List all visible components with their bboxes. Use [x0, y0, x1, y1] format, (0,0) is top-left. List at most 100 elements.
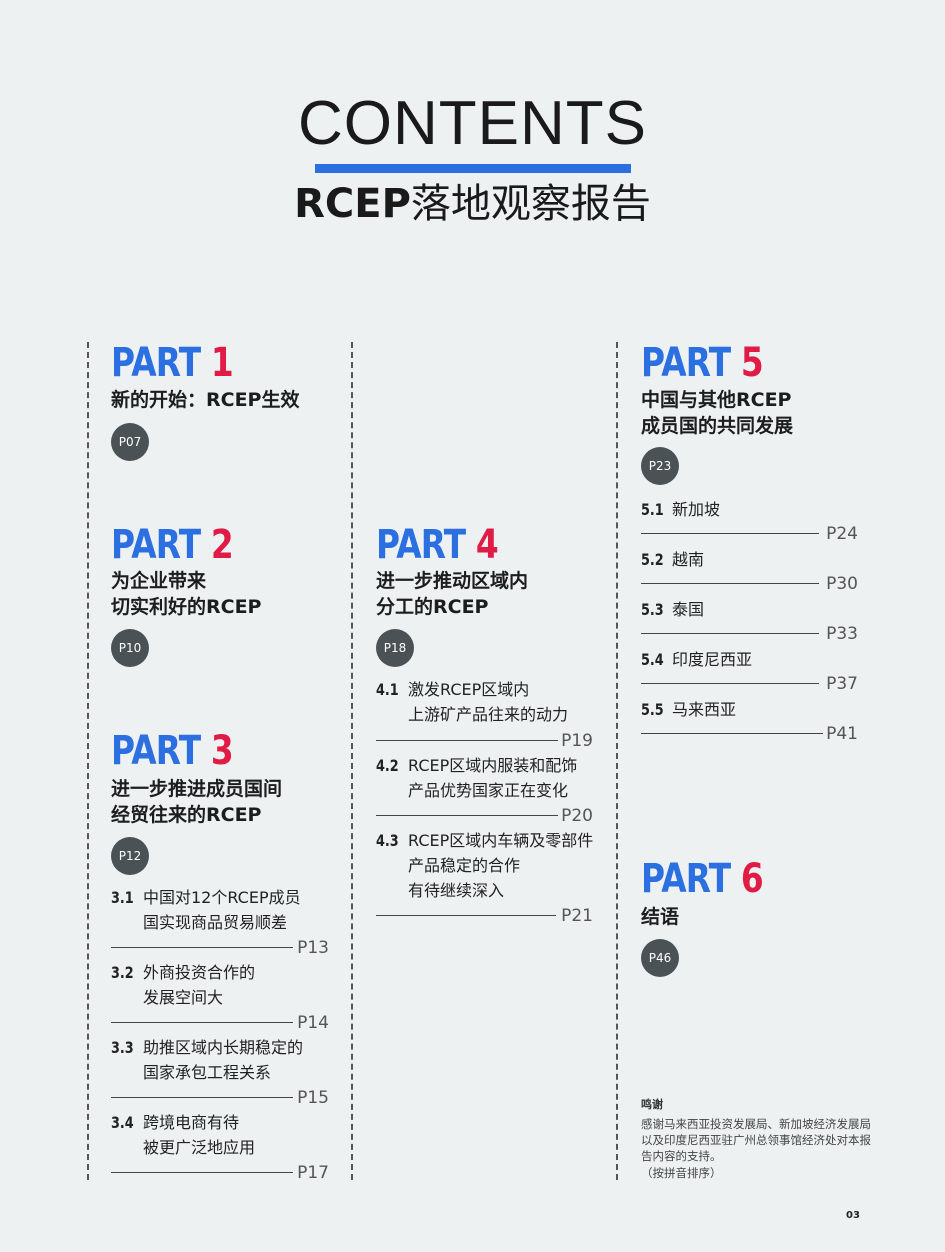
part-4-page-badge[interactable]: P18	[376, 629, 414, 667]
section-title-line[interactable]: 跨境电商有待	[143, 1113, 240, 1132]
section-page[interactable]: P17	[297, 1163, 329, 1183]
section-title-line[interactable]: 中国对12个RCEP成员	[143, 888, 301, 907]
leader-line	[111, 1172, 293, 1173]
leader-line	[376, 815, 558, 816]
part-3-page-badge[interactable]: P12	[111, 837, 149, 875]
part-1-title[interactable]: 新的开始：RCEP生效	[111, 389, 300, 411]
section-page[interactable]: P13	[297, 938, 329, 958]
section-number: 5.4	[641, 650, 664, 669]
part-number: 3	[210, 728, 234, 774]
section-title-line[interactable]: 上游矿产品往来的动力	[408, 705, 569, 724]
leader-line	[641, 683, 819, 684]
part-6-page-badge[interactable]: P46	[641, 939, 679, 977]
acknowledgement-body: 感谢马来西亚投资发展局、新加坡经济发展局以及印度尼西亚驻广州总领事馆经济处对本报…	[641, 1117, 871, 1163]
section-number: 4.3	[376, 831, 399, 850]
part-label: PART	[111, 728, 201, 774]
leader-line	[641, 583, 819, 584]
leader-line	[111, 1022, 293, 1023]
leader-line	[641, 733, 823, 734]
leader-line	[641, 533, 819, 534]
part-2-title-line-2[interactable]: 切实利好的RCEP	[111, 596, 262, 618]
section-page[interactable]: P20	[561, 806, 593, 826]
section-number: 3.2	[111, 963, 134, 982]
section-title-line[interactable]: RCEP区域内车辆及零部件	[408, 831, 594, 850]
section-title-line[interactable]: 印度尼西亚	[672, 650, 753, 669]
part-5-title-line-1[interactable]: 中国与其他RCEP	[641, 389, 792, 411]
report-subtitle: RCEP落地观察报告	[0, 180, 945, 228]
section-number: 3.4	[111, 1113, 134, 1132]
part-2-page-badge[interactable]: P10	[111, 629, 149, 667]
title-underline	[315, 164, 631, 173]
section-page[interactable]: P41	[826, 724, 858, 744]
section-number: 5.5	[641, 700, 664, 719]
part-3-title-line-1[interactable]: 进一步推进成员国间	[111, 778, 283, 800]
section-title-line[interactable]: 产品稳定的合作	[408, 856, 521, 875]
column-divider	[351, 342, 353, 1180]
section-title-line[interactable]: RCEP区域内服装和配饰	[408, 756, 578, 775]
part-label: PART	[641, 856, 731, 902]
part-label: PART	[376, 522, 466, 568]
section-page[interactable]: P33	[826, 624, 858, 644]
section-title-line[interactable]: 外商投资合作的	[143, 963, 256, 982]
column-divider	[616, 342, 618, 1180]
subtitle-bold: RCEP	[294, 181, 411, 227]
part-number: 4	[475, 522, 499, 568]
subtitle-rest: 落地观察报告	[410, 181, 651, 227]
part-5-title-line-2[interactable]: 成员国的共同发展	[641, 415, 794, 437]
section-page[interactable]: P30	[826, 574, 858, 594]
section-number: 3.3	[111, 1038, 134, 1057]
part-4-heading[interactable]: PART 4	[376, 522, 499, 568]
section-page[interactable]: P14	[297, 1013, 329, 1033]
part-2-heading[interactable]: PART 2	[111, 522, 234, 568]
acknowledgement-heading: 鸣谢	[641, 1098, 663, 1111]
leader-line	[641, 633, 819, 634]
section-page[interactable]: P21	[561, 906, 593, 926]
section-title-line[interactable]: 发展空间大	[143, 988, 224, 1007]
part-2-title-line-1[interactable]: 为企业带来	[111, 570, 207, 592]
section-number: 4.1	[376, 680, 399, 699]
leader-line	[376, 915, 556, 916]
column-divider	[87, 342, 89, 1180]
leader-line	[111, 1097, 293, 1098]
part-number: 6	[740, 856, 764, 902]
section-title-line[interactable]: 泰国	[672, 600, 705, 619]
page-number: 03	[846, 1210, 860, 1221]
part-6-heading[interactable]: PART 6	[641, 856, 764, 902]
leader-line	[111, 947, 293, 948]
section-title-line[interactable]: 被更广泛地应用	[143, 1138, 256, 1157]
section-title-line[interactable]: 国实现商品贸易顺差	[143, 913, 288, 932]
part-number: 1	[210, 340, 234, 386]
part-label: PART	[111, 522, 201, 568]
leader-line	[376, 740, 558, 741]
part-6-title[interactable]: 结语	[641, 906, 680, 928]
section-number: 5.2	[641, 550, 664, 569]
section-number: 5.3	[641, 600, 664, 619]
part-3-title-line-2[interactable]: 经贸往来的RCEP	[111, 804, 262, 826]
section-page[interactable]: P24	[826, 524, 858, 544]
section-title-line[interactable]: 越南	[672, 550, 705, 569]
section-number: 3.1	[111, 888, 134, 907]
part-4-title-line-2[interactable]: 分工的RCEP	[376, 596, 489, 618]
section-title-line[interactable]: 产品优势国家正在变化	[408, 781, 569, 800]
part-1-heading[interactable]: PART 1	[111, 340, 234, 386]
part-number: 5	[740, 340, 764, 386]
part-label: PART	[111, 340, 201, 386]
part-1-page-badge[interactable]: P07	[111, 423, 149, 461]
section-page[interactable]: P37	[826, 674, 858, 694]
part-5-heading[interactable]: PART 5	[641, 340, 764, 386]
acknowledgement-note: （按拼音排序）	[641, 1166, 722, 1180]
section-title-line[interactable]: 新加坡	[672, 500, 721, 519]
section-title-line[interactable]: 有待继续深入	[408, 881, 505, 900]
section-title-line[interactable]: 国家承包工程关系	[143, 1063, 272, 1082]
section-number: 4.2	[376, 756, 399, 775]
section-page[interactable]: P15	[297, 1088, 329, 1108]
part-4-title-line-1[interactable]: 进一步推动区域内	[376, 570, 529, 592]
section-title-line[interactable]: 助推区域内长期稳定的	[143, 1038, 304, 1057]
section-title-line[interactable]: 马来西亚	[672, 700, 737, 719]
section-page[interactable]: P19	[561, 731, 593, 751]
section-title-line[interactable]: 激发RCEP区域内	[408, 680, 530, 699]
part-3-heading[interactable]: PART 3	[111, 728, 234, 774]
part-label: PART	[641, 340, 731, 386]
part-5-page-badge[interactable]: P23	[641, 447, 679, 485]
page-title: CONTENTS	[298, 89, 647, 158]
